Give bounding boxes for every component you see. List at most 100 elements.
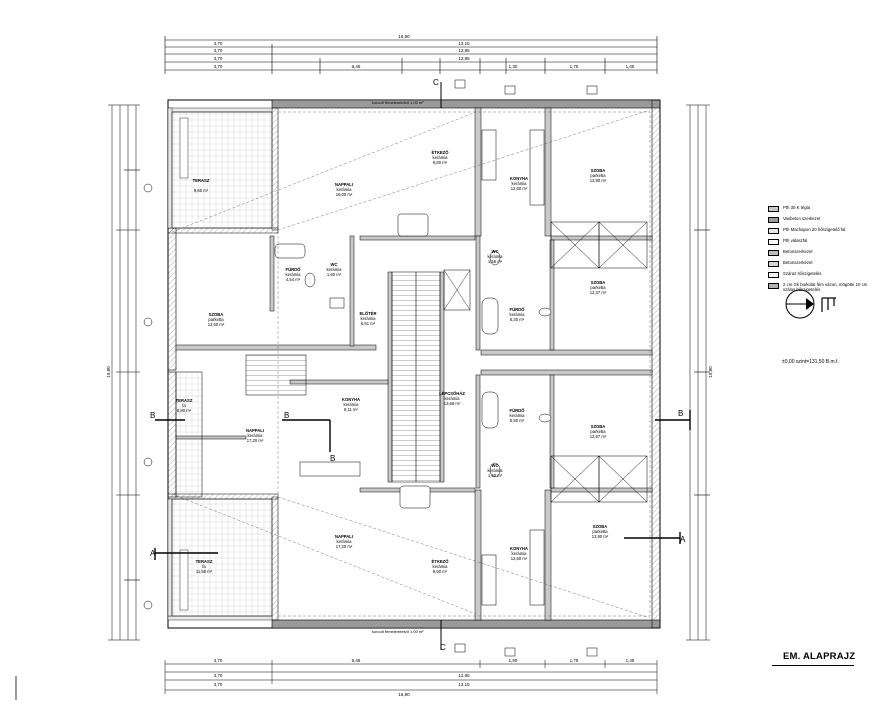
svg-text:kerámia: kerámia	[433, 564, 449, 569]
svg-text:12,37 m²: 12,37 m²	[590, 290, 607, 295]
legend-row: 2 cm Gk burkolat fém vázon, mögötte 10 c…	[768, 282, 872, 293]
legend-label: Száraz hőszigetelés	[783, 271, 822, 276]
svg-text:3,70: 3,70	[214, 48, 223, 53]
svg-text:FÜRDŐ: FÜRDŐ	[286, 267, 302, 272]
svg-text:13,15: 13,15	[458, 41, 470, 46]
legend-row: Pth Machapon 20 hőszigetelő fal	[768, 227, 872, 234]
svg-text:12,90 m²: 12,90 m²	[590, 178, 607, 183]
legend-label: Vasbeton szerkezet	[783, 216, 821, 221]
svg-text:kerámia: kerámia	[512, 181, 528, 186]
legend-swatch	[768, 206, 779, 212]
svg-text:13,15: 13,15	[458, 682, 470, 687]
roof-projection-lines	[171, 109, 651, 619]
svg-text:6,45: 6,45	[352, 64, 361, 69]
svg-text:TERASZ: TERASZ	[193, 178, 210, 183]
svg-text:WC: WC	[492, 463, 499, 468]
left-total-dimension: 19,80	[106, 366, 111, 378]
svg-text:kerámia: kerámia	[433, 155, 449, 160]
svg-text:1,45: 1,45	[626, 658, 635, 663]
svg-text:3,70: 3,70	[214, 682, 223, 687]
svg-text:kerámia: kerámia	[445, 396, 461, 401]
svg-text:1,56 m²: 1,56 m²	[488, 259, 503, 264]
svg-text:B: B	[330, 454, 335, 463]
svg-text:12,95: 12,95	[458, 56, 470, 61]
svg-text:SZOBA: SZOBA	[591, 280, 606, 285]
svg-text:12,60 m²: 12,60 m²	[511, 556, 528, 561]
svg-text:parketta: parketta	[590, 429, 606, 434]
svg-text:FÜRDŐ: FÜRDŐ	[510, 307, 526, 312]
svg-text:3,70: 3,70	[214, 64, 223, 69]
exterior-walls	[167, 99, 661, 629]
svg-text:B: B	[678, 409, 683, 418]
legend-label: Pth Machapon 20 hőszigetelő fal	[783, 227, 846, 232]
terraces	[171, 111, 273, 617]
svg-text:parketta: parketta	[590, 285, 606, 290]
svg-text:ÉTKEZŐ: ÉTKEZŐ	[432, 559, 450, 564]
svg-text:9,60 m²: 9,60 m²	[433, 160, 448, 165]
svg-text:4,54 m²: 4,54 m²	[286, 277, 301, 282]
corridor-note-bottom: korcolt fémelemtetvű 1,00 m²	[372, 629, 424, 634]
legend-swatch	[768, 250, 779, 256]
legend-swatch	[768, 239, 779, 245]
legend-row: Száraz hőszigetelés	[768, 271, 872, 278]
svg-text:9,11 m²: 9,11 m²	[344, 407, 358, 412]
svg-text:NAPPALI: NAPPALI	[335, 182, 353, 187]
svg-text:kerámia: kerámia	[510, 413, 526, 418]
svg-text:1,75: 1,75	[570, 64, 579, 69]
svg-text:WC: WC	[492, 249, 499, 254]
svg-text:kerámia: kerámia	[361, 316, 377, 321]
svg-text:ÉTKEZŐ: ÉTKEZŐ	[432, 150, 450, 155]
svg-text:SZOBA: SZOBA	[591, 168, 606, 173]
svg-text:kerámia: kerámia	[512, 551, 528, 556]
side-dimension-chains	[108, 104, 710, 641]
svg-text:kerámia: kerámia	[248, 433, 264, 438]
svg-text:ELŐTÉR: ELŐTÉR	[360, 311, 377, 316]
svg-text:13,66 m²: 13,66 m²	[444, 401, 461, 406]
svg-text:9,60 m²: 9,60 m²	[194, 188, 209, 193]
svg-text:A: A	[150, 549, 156, 558]
svg-text:3,70: 3,70	[214, 658, 223, 663]
svg-text:8,80 m²: 8,80 m²	[177, 408, 192, 413]
svg-text:6,61 m²: 6,61 m²	[361, 321, 376, 326]
legend-row: Betonszerkezet	[768, 249, 872, 256]
svg-text:kerámia: kerámia	[337, 539, 353, 544]
svg-text:1,45: 1,45	[626, 64, 635, 69]
svg-text:parketta: parketta	[592, 529, 608, 534]
svg-text:12,95: 12,95	[458, 48, 470, 53]
svg-text:11,58 m²: 11,58 m²	[196, 569, 213, 574]
svg-text:17,20 m²: 17,20 m²	[247, 438, 264, 443]
north-arrow-icon	[785, 289, 836, 319]
svg-text:C: C	[433, 78, 439, 87]
legend-row: Betonszerkezet	[768, 260, 872, 267]
legend-label: Betonszerkezet	[783, 249, 813, 254]
svg-text:9,60 m²: 9,60 m²	[433, 569, 448, 574]
legend-row: Pth válaszfal	[768, 238, 872, 245]
svg-text:FÜRDŐ: FÜRDŐ	[510, 408, 526, 413]
legend-label: 2 cm Gk burkolat fém vázon, mögötte 10 c…	[783, 282, 868, 292]
legend-label: Pth 30 K tégla	[783, 205, 810, 210]
svg-text:1,75: 1,75	[570, 658, 579, 663]
svg-text:fa: fa	[182, 403, 186, 408]
svg-text:kerámia: kerámia	[337, 187, 353, 192]
legend-label: Pth válaszfal	[783, 238, 808, 243]
legend-swatch	[768, 228, 779, 234]
svg-text:parketta: parketta	[208, 317, 224, 322]
top-dimension-labels: 16,90 3,70 13,15 3,70 12,95 3,70 12,95 3…	[214, 34, 635, 69]
svg-text:A: A	[680, 535, 686, 544]
window-strips	[550, 221, 648, 503]
svg-text:1,60 m²: 1,60 m²	[327, 272, 342, 277]
